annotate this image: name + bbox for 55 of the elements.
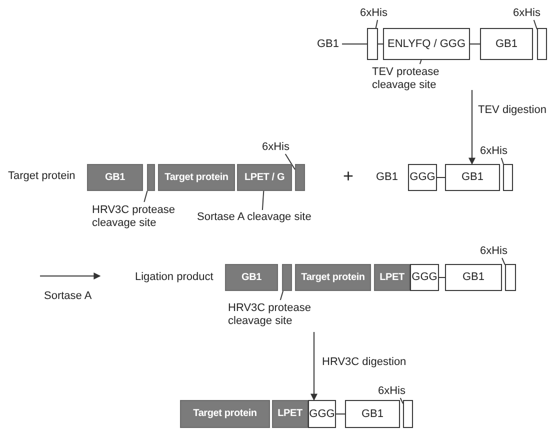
callout-label: 6xHis: [480, 144, 518, 158]
callout-label: 6xHis: [360, 6, 398, 20]
leader-line: [262, 190, 264, 210]
text-label: Sortase A: [44, 290, 92, 302]
domain-box: GB1: [87, 164, 143, 191]
domain-box: GB1: [445, 164, 500, 191]
domain-box: GB1: [480, 28, 533, 60]
domain-box: GB1: [345, 400, 400, 428]
leader-line: [375, 20, 378, 28]
domain-box: GB1: [225, 264, 278, 291]
callout-label: 6xHis: [378, 384, 416, 398]
linker-line: [438, 277, 446, 278]
tag-box: [295, 164, 305, 191]
linker-line: [436, 177, 446, 178]
leader-line: [502, 258, 506, 266]
domain-label: GB1: [314, 36, 342, 52]
tag-box: [282, 264, 292, 291]
edge-label: TEV digestion: [478, 104, 546, 116]
leader-line: [500, 158, 504, 164]
callout-label: HRV3C protease cleavage site: [92, 202, 188, 232]
arrow: [468, 90, 476, 165]
tag-box: [367, 28, 378, 60]
domain-box: LPET / G: [237, 164, 292, 191]
leader-line: [533, 20, 538, 30]
domain-box: GGG: [410, 264, 439, 291]
callout-label: 6xHis: [480, 244, 518, 258]
callout-label: TEV protease cleavage site: [372, 64, 458, 94]
leader-line: [310, 332, 318, 401]
domain-box: Target protein: [180, 400, 270, 428]
text-label: Ligation product: [135, 271, 214, 283]
leader-line: [280, 290, 284, 300]
tag-box: [505, 264, 516, 291]
leader-line: [284, 154, 296, 170]
plus-sign: +: [343, 166, 354, 187]
domain-box: Target protein: [295, 264, 371, 291]
domain-box: Target protein: [158, 164, 235, 191]
tag-box: [503, 164, 513, 191]
domain-box: GGG: [308, 400, 336, 428]
domain-box: LPET: [374, 264, 410, 291]
domain-box: LPET: [272, 400, 308, 428]
tag-box: [147, 164, 155, 191]
domain-box: GB1: [445, 264, 502, 291]
tag-box: [537, 28, 547, 60]
edge-label: HRV3C digestion: [322, 356, 406, 368]
domain-box: ENLYFQ / GGG: [383, 28, 470, 60]
callout-label: 6xHis: [513, 6, 550, 20]
tag-box: [403, 400, 413, 428]
leader-line: [419, 60, 422, 64]
callout-label: HRV3C protease cleavage site: [228, 300, 324, 330]
text-label: Target protein: [8, 170, 76, 182]
text-label: GB1: [376, 171, 398, 183]
callout-label: 6xHis: [262, 140, 300, 154]
domain-box: GGG: [408, 164, 437, 191]
leader-line: [144, 190, 148, 202]
callout-label: Sortase A cleavage site: [197, 210, 327, 224]
